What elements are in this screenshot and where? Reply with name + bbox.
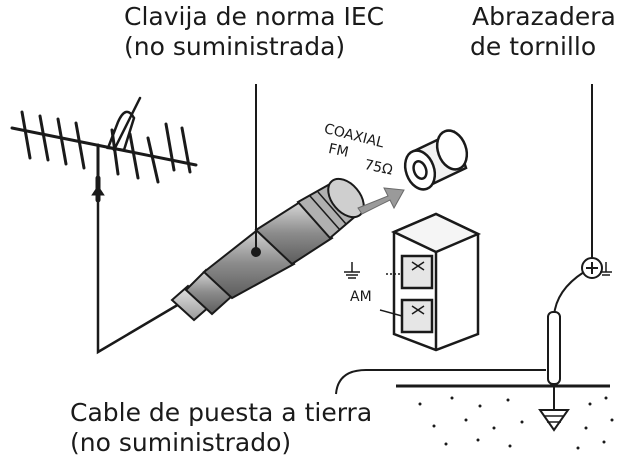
coaxial-jack-icon: [403, 129, 469, 191]
iec-plug-label-line1: Clavija de norma IEC: [124, 2, 385, 31]
iec-plug-label-line2: (no suministrada): [124, 32, 346, 61]
screw-clamp-label-line1: Abrazadera: [472, 2, 616, 31]
am-terminal-block-icon: [379, 212, 482, 352]
ground-cable-label-line1: Cable de puesta a tierra: [70, 398, 373, 427]
screw-clamp-label-line2: de tornillo: [470, 32, 597, 61]
ground-symbol-icon: [344, 262, 360, 279]
fm-antenna-icon: [10, 96, 198, 203]
soil-dots: [418, 396, 614, 450]
am-label: AM: [350, 289, 372, 305]
screw-clamp-icon: [581, 257, 612, 279]
ground-cable-leader: [335, 369, 546, 395]
antenna-cable: [96, 200, 187, 355]
ground-rod-icon: [538, 311, 570, 432]
iec-plug-icon: [170, 177, 365, 322]
ground-wire: [553, 271, 585, 317]
ground-cable-label-line2: (no suministrado): [70, 428, 292, 457]
insert-arrow-icon: [357, 187, 405, 215]
